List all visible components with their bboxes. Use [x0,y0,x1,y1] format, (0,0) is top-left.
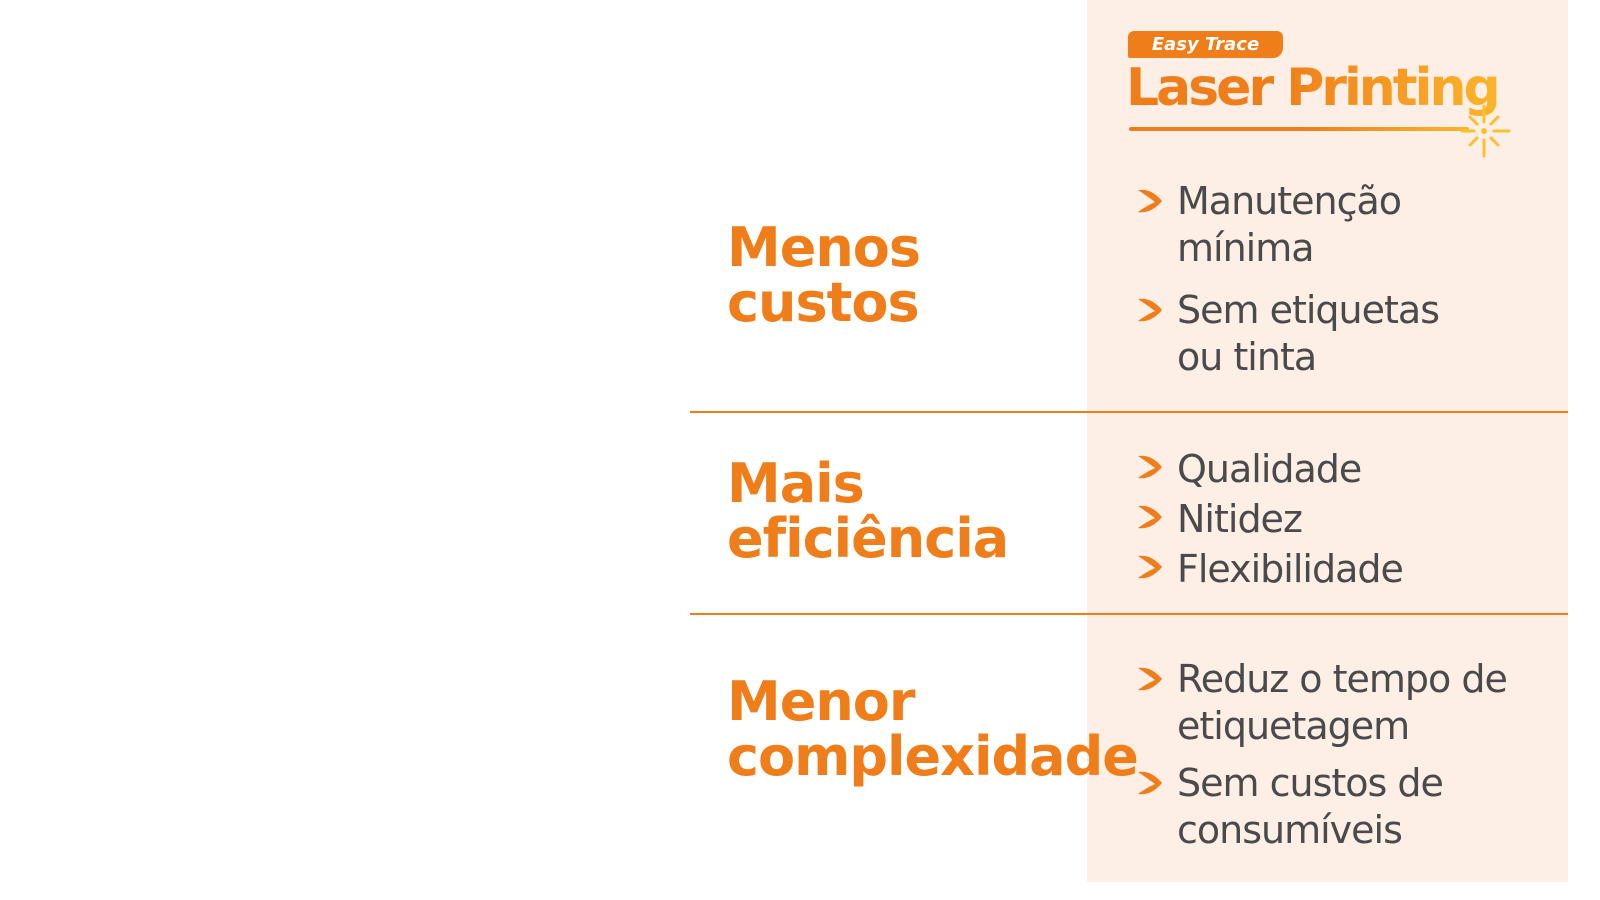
benefits-panel [1087,0,1568,882]
logo-title: Laser Printing [1126,58,1501,118]
heading-line: complexidade [727,725,1139,788]
laser-spark-icon [1460,104,1511,158]
item-text: Sem etiquetas [1177,288,1440,332]
item-text: consumíveis [1177,808,1403,852]
logo-underline [1129,127,1469,131]
chevron-bullet-icon [1138,189,1162,213]
item-text: mínima [1177,226,1315,270]
chevron-bullet-icon [1138,298,1162,322]
chevron-bullet-icon [1138,555,1162,579]
item-text: Qualidade [1177,447,1362,491]
heading-mais-eficiencia: Mais eficiência [727,452,1009,570]
heading-line: eficiência [727,507,1009,570]
heading-line: Menor [727,670,916,733]
list-mais-eficiencia: Qualidade Nitidez Flexibilidade [1137,444,1404,594]
heading-line: Menos [727,216,921,279]
heading-line: Mais [727,452,865,515]
item-text: Sem custos de [1177,761,1444,805]
chevron-bullet-icon [1138,667,1162,691]
list-item: Qualidade [1137,444,1403,494]
divider [690,411,1568,413]
item-text: Reduz o tempo de [1177,657,1508,701]
heading-menos-custos: Menos custos [727,216,921,334]
divider [690,613,1568,615]
chevron-bullet-icon [1138,505,1162,529]
list-item: Nitidez [1137,494,1403,544]
item-text: Manutenção [1177,179,1402,223]
logo-badge: Easy Trace [1128,31,1283,58]
item-text: Flexibilidade [1177,547,1404,591]
item-text: ou tinta [1177,335,1317,379]
item-text: Nitidez [1177,497,1303,541]
chevron-bullet-icon [1138,771,1162,795]
item-text: etiquetagem [1177,704,1410,748]
heading-menor-complexidade: Menor complexidade [727,670,1139,788]
chevron-bullet-icon [1138,455,1162,479]
heading-line: custos [727,271,920,334]
list-item: Flexibilidade [1137,544,1404,594]
